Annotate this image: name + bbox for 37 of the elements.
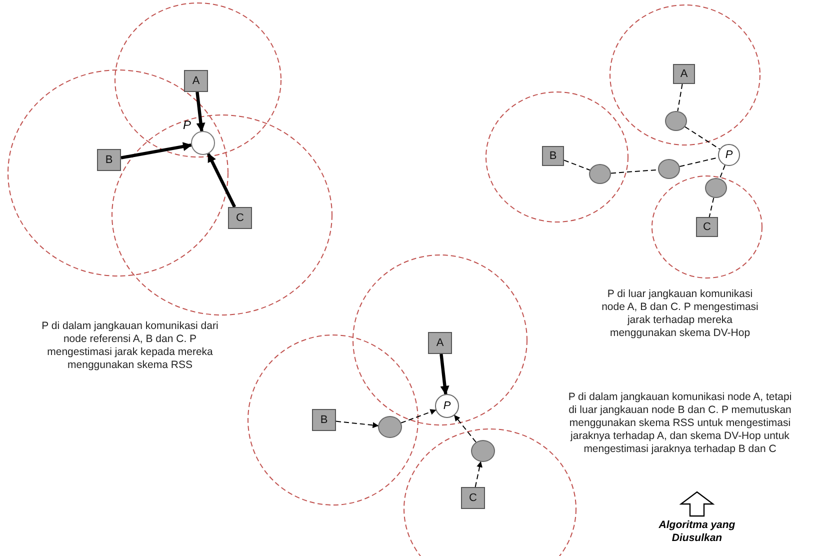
- arrow: [206, 153, 236, 208]
- relay-node-circle: [471, 440, 495, 462]
- reference-node: C: [228, 207, 252, 229]
- reference-node: A: [184, 70, 208, 92]
- connector-line: [564, 160, 590, 171]
- caption-text: P di luar jangkauan komunikasi node A, B dan C. P mengestimasi jarak terhadap mereka menggunakan skema DV-Hop: [600, 288, 760, 340]
- relay-node-circle: [665, 111, 687, 131]
- relay-node-circle: [705, 178, 727, 198]
- reference-node: A: [673, 64, 695, 84]
- arrow-label: Algoritma yang Diusulkan: [658, 519, 736, 545]
- relay-node-circle: [658, 159, 680, 179]
- relay-node-circle: [378, 416, 402, 438]
- caption-text: P di dalam jangkauan komunikasi node A, tetapi di luar jangkauan node B dan C. P memutuskan menggunakan skema RSS untuk mengestimasi jaraknya terhadap A, dan skema DV-Hop untuk mengestimasi jaraknya terhadap B dan C: [567, 391, 793, 456]
- unknown-node-circle: P: [435, 394, 459, 418]
- arrow: [440, 354, 450, 395]
- arrow: [336, 420, 379, 428]
- arrow: [454, 414, 476, 443]
- reference-node: B: [97, 149, 121, 171]
- connector-line: [708, 197, 714, 218]
- caption-text: P di dalam jangkauan komunikasi dari node referensi A, B dan C. P mengestimasi jarak kepada mereka menggunakan skema RSS: [40, 320, 220, 372]
- arrow: [196, 92, 206, 132]
- connector-line: [610, 169, 658, 174]
- connector-line: [679, 157, 719, 167]
- connector-line: [719, 164, 726, 180]
- relay-node-circle: [589, 164, 611, 184]
- arrow: [474, 461, 482, 488]
- arrow: [120, 142, 192, 160]
- unknown-node-circle: P: [718, 144, 740, 166]
- node-label: P: [183, 119, 192, 132]
- reference-node: C: [696, 217, 718, 237]
- reference-node: A: [428, 332, 452, 354]
- connector-line: [677, 84, 683, 112]
- arrow: [400, 409, 436, 424]
- connector-line: [684, 126, 720, 150]
- reference-node: C: [461, 487, 485, 509]
- reference-node: B: [542, 146, 564, 166]
- reference-node: B: [312, 409, 336, 431]
